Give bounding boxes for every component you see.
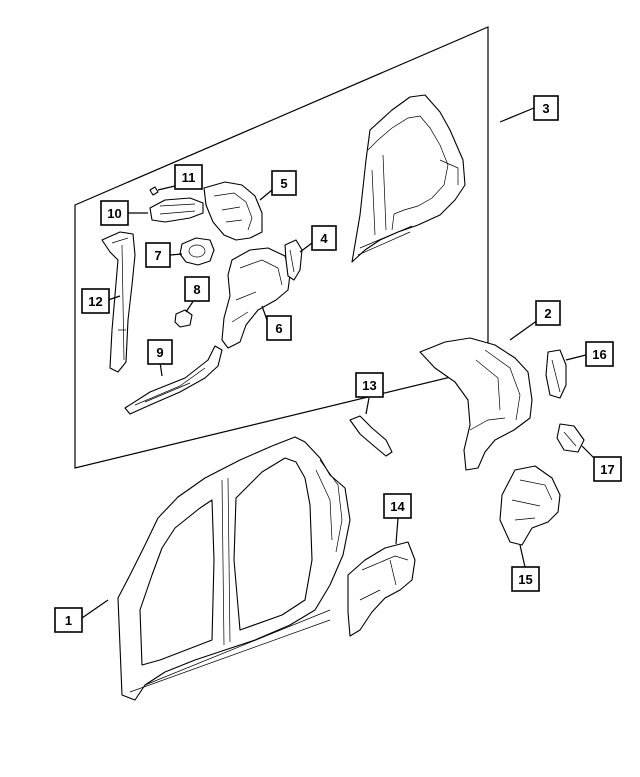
callout-13-label: 13 xyxy=(362,378,376,393)
callout-12[interactable]: 12 xyxy=(81,288,110,314)
part-4-bracket[interactable] xyxy=(284,239,303,281)
leader-15 xyxy=(519,544,526,568)
part-11-clip[interactable] xyxy=(149,186,159,196)
callout-17[interactable]: 17 xyxy=(593,456,622,482)
leader-11 xyxy=(157,185,176,191)
callout-14[interactable]: 14 xyxy=(383,493,412,519)
callout-8-label: 8 xyxy=(193,282,200,297)
callout-15[interactable]: 15 xyxy=(511,566,540,592)
leader-8 xyxy=(185,299,195,313)
part-5-reinforcement[interactable] xyxy=(203,181,263,241)
leader-1 xyxy=(81,599,109,619)
part-8-clip[interactable] xyxy=(174,309,193,328)
part-15-wheelhouse-liner[interactable] xyxy=(499,465,561,546)
leader-7 xyxy=(169,253,183,256)
callout-11-label: 11 xyxy=(182,170,196,185)
part-10-bracket[interactable] xyxy=(149,197,204,223)
callout-8[interactable]: 8 xyxy=(184,276,210,302)
part-3-rear-quarter-inner[interactable] xyxy=(351,94,466,263)
callout-3-label: 3 xyxy=(542,101,549,116)
callout-1-label: 1 xyxy=(65,613,72,628)
callout-7[interactable]: 7 xyxy=(145,242,171,268)
callout-9[interactable]: 9 xyxy=(147,339,173,365)
callout-10-label: 10 xyxy=(107,206,121,221)
leader-4 xyxy=(299,242,313,253)
callout-16[interactable]: 16 xyxy=(585,341,614,367)
callout-16-label: 16 xyxy=(592,347,606,362)
leader-14 xyxy=(395,517,399,545)
leader-13 xyxy=(365,397,370,415)
part-17-bracket[interactable] xyxy=(556,423,585,453)
part-14-wheelhouse-outer[interactable] xyxy=(347,541,416,637)
part-6-wheelhouse-inner[interactable] xyxy=(221,247,291,349)
callout-10[interactable]: 10 xyxy=(100,200,129,226)
callout-4-label: 4 xyxy=(320,231,328,246)
part-16-bracket[interactable] xyxy=(545,349,567,399)
part-13-strip[interactable] xyxy=(349,415,393,457)
callout-15-label: 15 xyxy=(518,572,532,587)
callout-1[interactable]: 1 xyxy=(54,607,83,633)
callout-6-label: 6 xyxy=(275,321,282,336)
callout-3[interactable]: 3 xyxy=(533,95,559,121)
leader-2 xyxy=(509,319,539,341)
leader-16 xyxy=(565,354,587,361)
callout-17-label: 17 xyxy=(600,462,614,477)
callout-5-label: 5 xyxy=(280,176,287,191)
part-7-filler[interactable] xyxy=(179,237,215,266)
leader-6 xyxy=(261,305,268,321)
callout-13[interactable]: 13 xyxy=(355,372,384,398)
part-2-quarter-panel[interactable] xyxy=(419,337,533,471)
callout-14-label: 14 xyxy=(390,499,405,514)
leader-12 xyxy=(107,295,121,301)
callout-7-label: 7 xyxy=(154,248,161,263)
callout-4[interactable]: 4 xyxy=(311,225,337,251)
callout-6[interactable]: 6 xyxy=(266,315,292,341)
callout-2-label: 2 xyxy=(544,306,551,321)
leader-3 xyxy=(499,107,535,123)
part-9-sill[interactable] xyxy=(124,345,223,415)
part-1-body-side-aperture[interactable] xyxy=(117,436,351,701)
part-12-b-pillar[interactable] xyxy=(101,231,136,373)
leader-5 xyxy=(259,189,273,201)
callout-2[interactable]: 2 xyxy=(535,300,561,326)
callout-11[interactable]: 11 xyxy=(174,164,203,190)
callout-9-label: 9 xyxy=(156,345,163,360)
callout-5[interactable]: 5 xyxy=(271,170,297,196)
callout-12-label: 12 xyxy=(88,294,102,309)
